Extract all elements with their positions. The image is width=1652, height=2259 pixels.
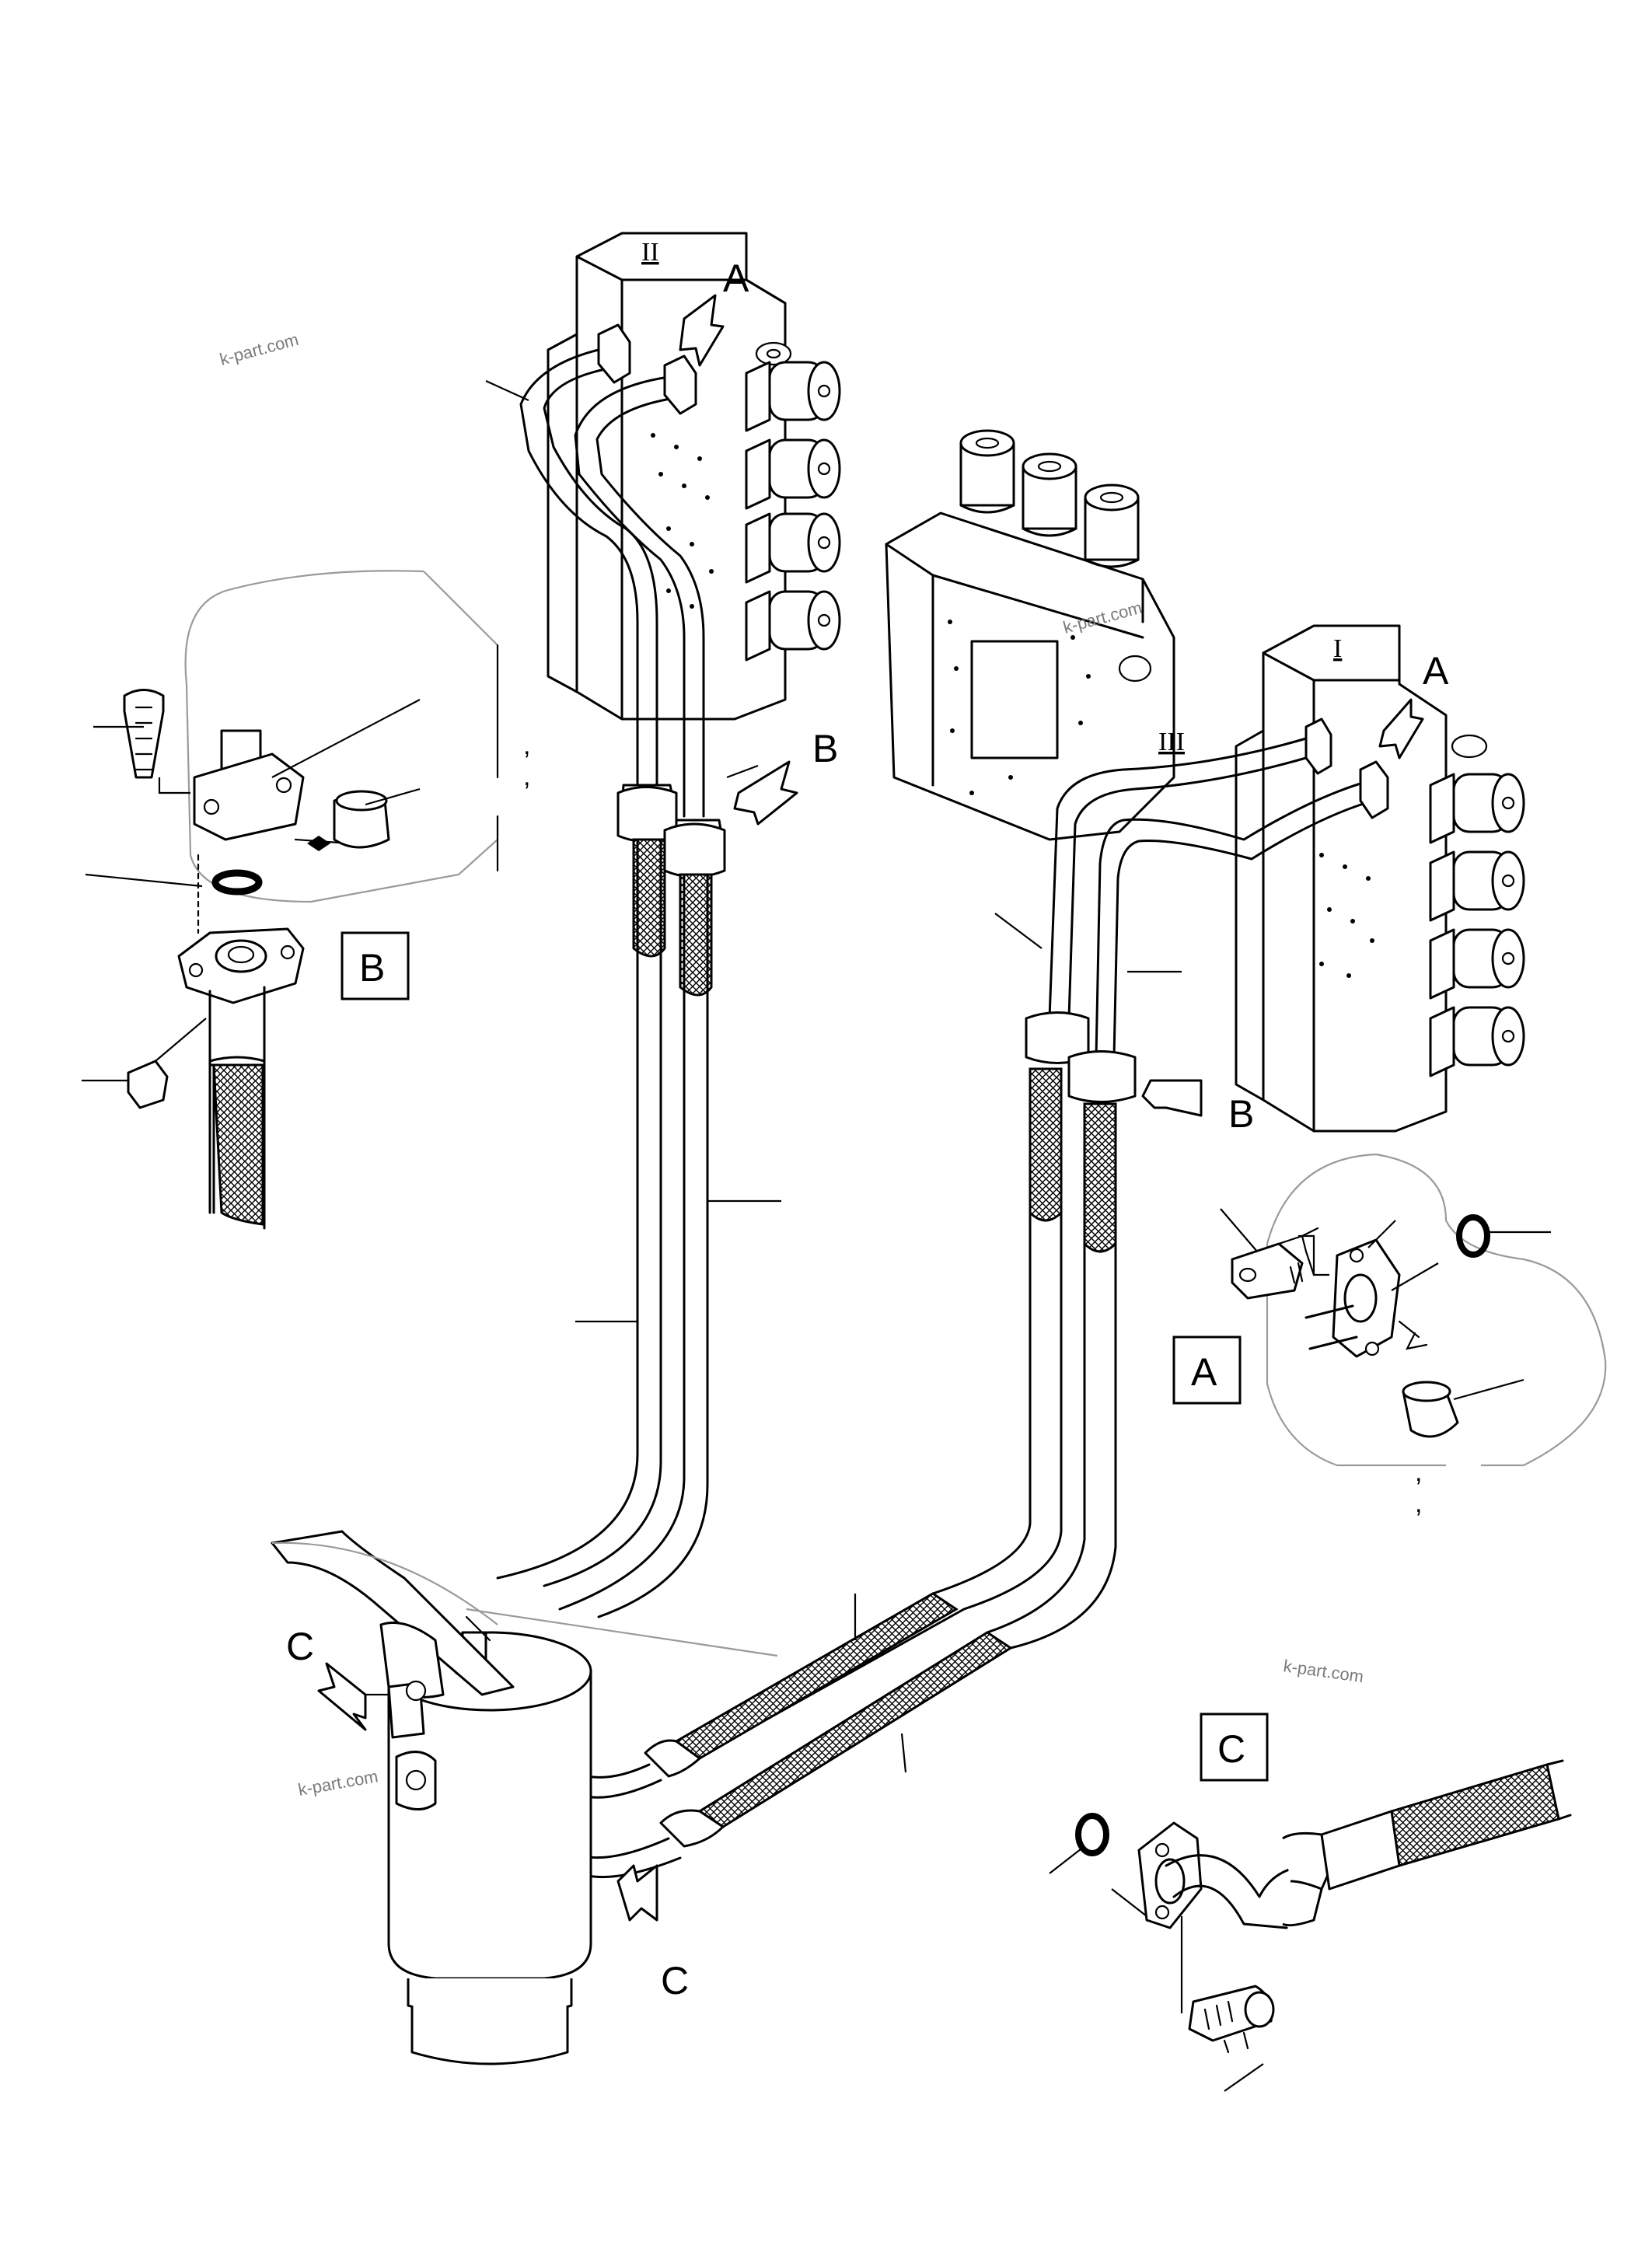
detail-c-box-label: C	[1217, 1727, 1245, 1771]
detail-b: B , ,	[82, 570, 530, 1230]
control-valve-ii: II	[547, 232, 841, 721]
valve-ii-label: II	[641, 238, 659, 267]
label-c-upper: C	[286, 1625, 314, 1668]
filter-housing	[271, 1530, 778, 2065]
label-b-valve-ii: B	[812, 727, 838, 770]
detail-b-box	[341, 931, 410, 1000]
label-b-valve-i: B	[1228, 1092, 1254, 1136]
watermark-1: k-part.com	[218, 330, 301, 369]
detail-a-box-label: A	[1191, 1350, 1217, 1394]
valve-i-label: I	[1333, 634, 1342, 663]
detail-c-box	[1200, 1713, 1269, 1782]
valve-iii-label: III	[1158, 728, 1185, 756]
arrow-c-lower	[616, 1864, 658, 1922]
view-arrows: A B A B C C	[286, 257, 1449, 2002]
watermark-4: k-part.com	[297, 1766, 380, 1800]
detail-c: C	[1049, 1713, 1572, 2092]
detail-b-comma-2: ,	[523, 762, 530, 791]
arrow-b-valve-ii	[733, 760, 798, 826]
detail-a-comma-1: ,	[1415, 1458, 1422, 1487]
pipes-valve-i	[1025, 718, 1389, 1103]
control-valve-i: I	[1235, 624, 1525, 1133]
hoses-valve-i	[550, 1067, 1117, 1894]
detail-b-comma-1: ,	[523, 731, 530, 760]
label-a-valve-ii: A	[723, 257, 749, 300]
leader-lines	[346, 379, 1182, 1773]
arrow-b-valve-i	[1141, 1079, 1203, 1117]
label-a-valve-i: A	[1423, 649, 1449, 693]
arrow-c-upper	[317, 1662, 367, 1731]
detail-b-box-label: B	[359, 946, 385, 990]
detail-a: A , ,	[1172, 1153, 1607, 1518]
pipes-valve-ii	[519, 323, 726, 878]
detail-a-box	[1172, 1335, 1242, 1405]
control-valve-iii: III	[885, 429, 1185, 841]
hoses-valve-ii	[496, 838, 713, 1618]
watermark-3: k-part.com	[1282, 1656, 1364, 1686]
arrow-a-valve-i	[1378, 698, 1424, 759]
label-c-lower: C	[661, 1959, 689, 2002]
detail-a-comma-2: ,	[1415, 1489, 1422, 1518]
arrow-a-valve-ii	[679, 294, 725, 367]
